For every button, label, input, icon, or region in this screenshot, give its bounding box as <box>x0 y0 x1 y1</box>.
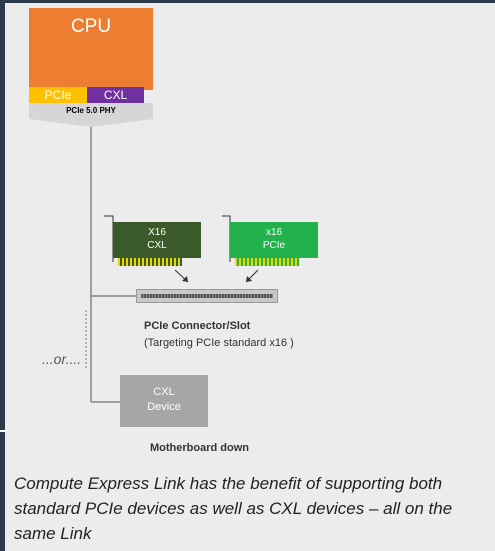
pcie-card-line2: PCIe <box>262 240 286 251</box>
motherboard-label: Motherboard down <box>150 442 249 454</box>
cxl-card-line1: X16 <box>148 227 166 238</box>
pcie-card-line1: x16 <box>265 227 283 238</box>
pcie-card-bracket <box>222 215 231 262</box>
pcie-arrowhead <box>246 276 252 282</box>
cpu-block: CPU <box>29 8 153 90</box>
cpu-cxl-label: CXL <box>87 87 144 103</box>
cxl-device-line1: CXL <box>153 386 175 398</box>
cpu-pcie-label: PCIe <box>29 87 87 103</box>
cpu-title: CPU <box>70 16 112 37</box>
pcie-card-contacts <box>235 258 299 266</box>
caption: Compute Express Link has the benefit of … <box>14 474 453 543</box>
phy-label: PCIe 5.0 PHY <box>29 103 153 119</box>
cxl-card: X16 CXL <box>113 222 201 258</box>
cxl-card-line2: CXL <box>147 240 167 251</box>
pcie-card: x16 PCIe <box>230 222 318 258</box>
slot-label: PCIe Connector/Slot <box>144 320 251 332</box>
cxl-card-contacts <box>118 258 182 266</box>
pcie-slot-pins <box>141 294 273 298</box>
cxl-card-bracket <box>104 215 114 262</box>
phy-wedge <box>29 119 153 127</box>
cxl-arrowhead <box>182 276 188 282</box>
pcie-slot <box>136 289 278 303</box>
or-text: ...or.... <box>42 351 82 367</box>
cxl-device-line2: Device <box>147 401 181 413</box>
cxl-device: CXL Device <box>120 375 208 427</box>
slot-sublabel: (Targeting PCIe standard x16 ) <box>144 337 294 349</box>
edge-tick <box>0 430 6 432</box>
